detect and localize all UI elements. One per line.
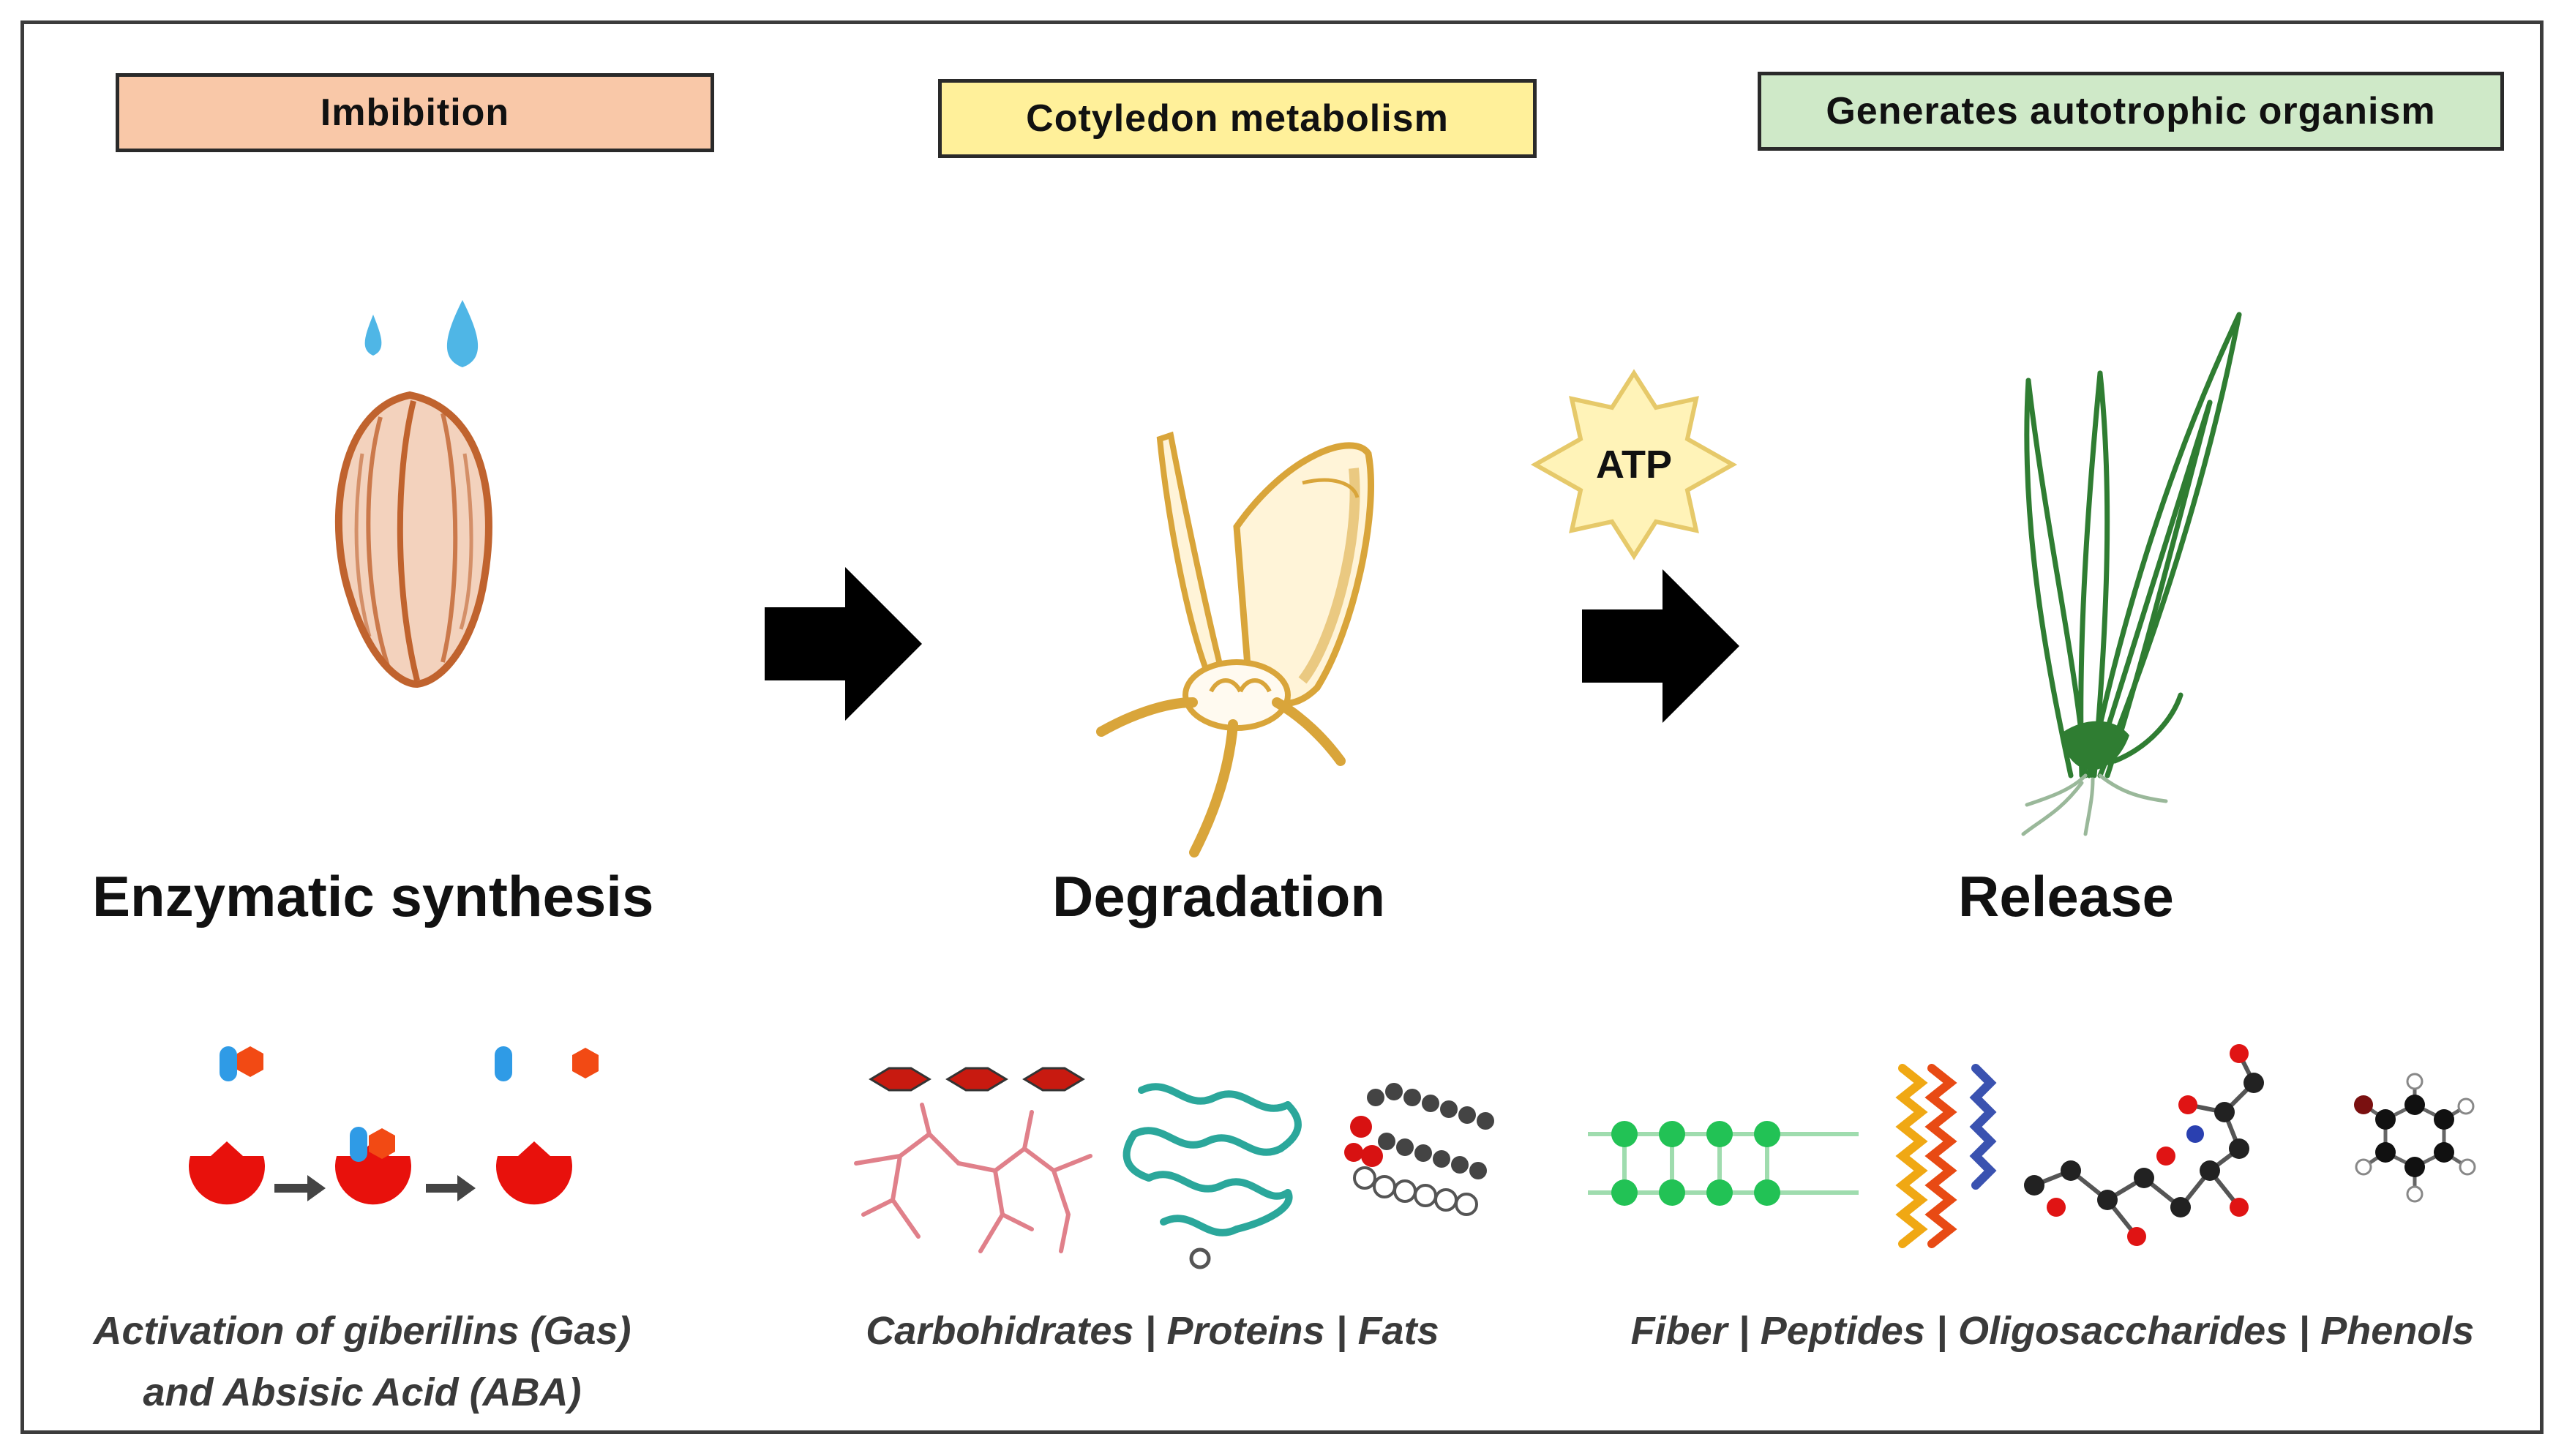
released-compounds-icon — [1588, 1044, 2476, 1248]
stage-label-autotrophic: Generates autotrophic organism — [1758, 72, 2504, 151]
seedling-icon — [2021, 312, 2242, 836]
stage-label-cotyledon-metabolism: Cotyledon metabolism — [938, 79, 1537, 158]
enzyme-free-icon — [189, 1046, 265, 1205]
water-drop-large-icon — [446, 300, 479, 367]
fiber-molecule-icon — [1588, 1121, 1859, 1206]
germinating-seed-icon — [1096, 431, 1375, 858]
oligosaccharide-molecule-icon — [2024, 1044, 2264, 1246]
peptide-molecule-icon — [1895, 1064, 1997, 1248]
caption-release: Fiber | Peptides | Oligosaccharides | Ph… — [1630, 1309, 2475, 1353]
stage-title-enzymatic-synthesis: Enzymatic synthesis — [92, 864, 654, 928]
macromolecules-icon — [854, 1067, 1494, 1269]
caption-enzymatic-line2: and Absisic Acid (ABA) — [143, 1370, 582, 1414]
atp-label: ATP — [1596, 443, 1672, 487]
arrow-small-icon-2 — [426, 1175, 476, 1201]
arrow-right-icon-2 — [1582, 569, 1739, 723]
seed-icon — [334, 300, 492, 688]
enzyme-released-icon — [495, 1046, 599, 1205]
enzyme-activation-icon — [189, 1046, 599, 1205]
stage-title-degradation: Degradation — [1052, 864, 1386, 928]
caption-enzymatic-line1: Activation of giberilins (Gas) — [93, 1309, 631, 1353]
stage-label-imbibition: Imbibition — [116, 73, 714, 152]
carbohydrate-molecule-icon — [854, 1067, 1092, 1253]
fat-molecule-icon — [1344, 1083, 1494, 1216]
stage-title-release: Release — [1958, 864, 2174, 928]
water-drop-small-icon — [364, 315, 382, 356]
protein-molecule-icon — [1122, 1083, 1302, 1269]
phenol-molecule-icon — [2354, 1073, 2476, 1203]
arrow-right-icon — [765, 567, 922, 721]
enzyme-bound-icon — [335, 1127, 411, 1205]
atp-star-icon: ATP — [1530, 369, 1738, 560]
caption-degradation: Carbohidrates | Proteins | Fats — [866, 1309, 1439, 1353]
arrow-small-icon — [274, 1175, 326, 1201]
